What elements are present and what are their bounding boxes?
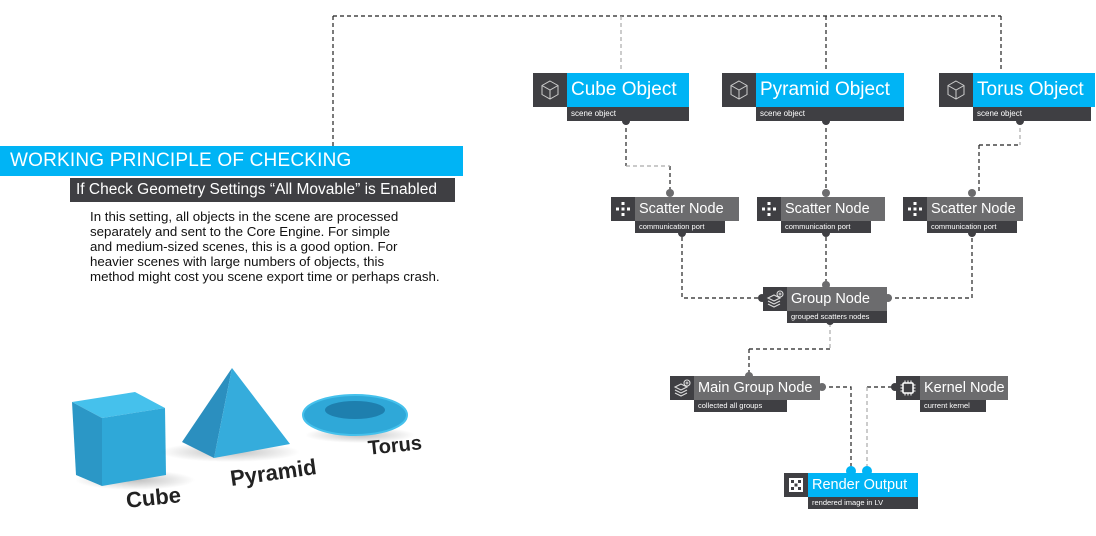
cube-icon <box>722 73 756 107</box>
description-line: method might cost you scene export time … <box>90 269 440 284</box>
node-title: Main Group Node <box>694 376 820 400</box>
node-title: Kernel Node <box>920 376 1008 400</box>
shapes-illustration: Cube Pyramid Torus <box>40 340 440 531</box>
scatter-icon <box>903 197 927 221</box>
torus-shape <box>302 394 415 443</box>
node-title: Render Output <box>808 473 918 497</box>
node-title: Cube Object <box>567 73 689 107</box>
description-line: and medium-sized scenes, this is a good … <box>90 239 398 254</box>
node-title: Group Node <box>787 287 887 311</box>
chip-icon <box>896 376 920 400</box>
node-subtitle: current kernel <box>920 400 986 412</box>
wire-torus-to-scatter3 <box>978 144 1020 193</box>
node-subtitle: scene object <box>973 107 1091 121</box>
scatter-icon <box>757 197 781 221</box>
node-subtitle: scene object <box>756 107 904 121</box>
node-title: Pyramid Object <box>756 73 904 107</box>
node-title: Torus Object <box>973 73 1095 107</box>
node-title: Scatter Node <box>927 197 1023 221</box>
cube-icon <box>939 73 973 107</box>
node-title: Scatter Node <box>781 197 885 221</box>
node-subtitle: communication port <box>927 221 1017 233</box>
render-icon <box>784 473 808 497</box>
wire-main-to-render <box>822 386 852 470</box>
node-title: Scatter Node <box>635 197 739 221</box>
node-subtitle: communication port <box>781 221 871 233</box>
layers-add-icon <box>670 376 694 400</box>
cube-shape <box>72 392 195 490</box>
wire-scatter3-to-group <box>888 237 973 299</box>
layers-add-icon <box>763 287 787 311</box>
description: In this setting, all objects in the scen… <box>90 209 470 284</box>
wire-cube-to-scatter1 <box>625 121 671 193</box>
node-subtitle: collected all groups <box>694 400 787 412</box>
node-subtitle: grouped scatters nodes <box>787 311 887 323</box>
diagram-title: WORKING PRINCIPLE OF CHECKING GEOMETRY <box>0 146 463 201</box>
description-line: separately and sent to the Core Engine. … <box>90 224 391 239</box>
wire-group-to-main <box>748 348 830 376</box>
scatter-icon <box>611 197 635 221</box>
cube-icon <box>533 73 567 107</box>
pyramid-shape <box>160 368 300 462</box>
wire-top-frame <box>332 15 1002 146</box>
node-subtitle: scene object <box>567 107 689 121</box>
node-subtitle: rendered image in LV <box>808 497 918 509</box>
description-line: heavier scenes with large numbers of obj… <box>90 254 385 269</box>
wire-scatter1-to-group <box>681 237 762 299</box>
diagram-subtitle: If Check Geometry Settings “All Movable”… <box>70 178 455 202</box>
node-subtitle: communication port <box>635 221 725 233</box>
description-line: In this setting, all objects in the scen… <box>90 209 399 224</box>
